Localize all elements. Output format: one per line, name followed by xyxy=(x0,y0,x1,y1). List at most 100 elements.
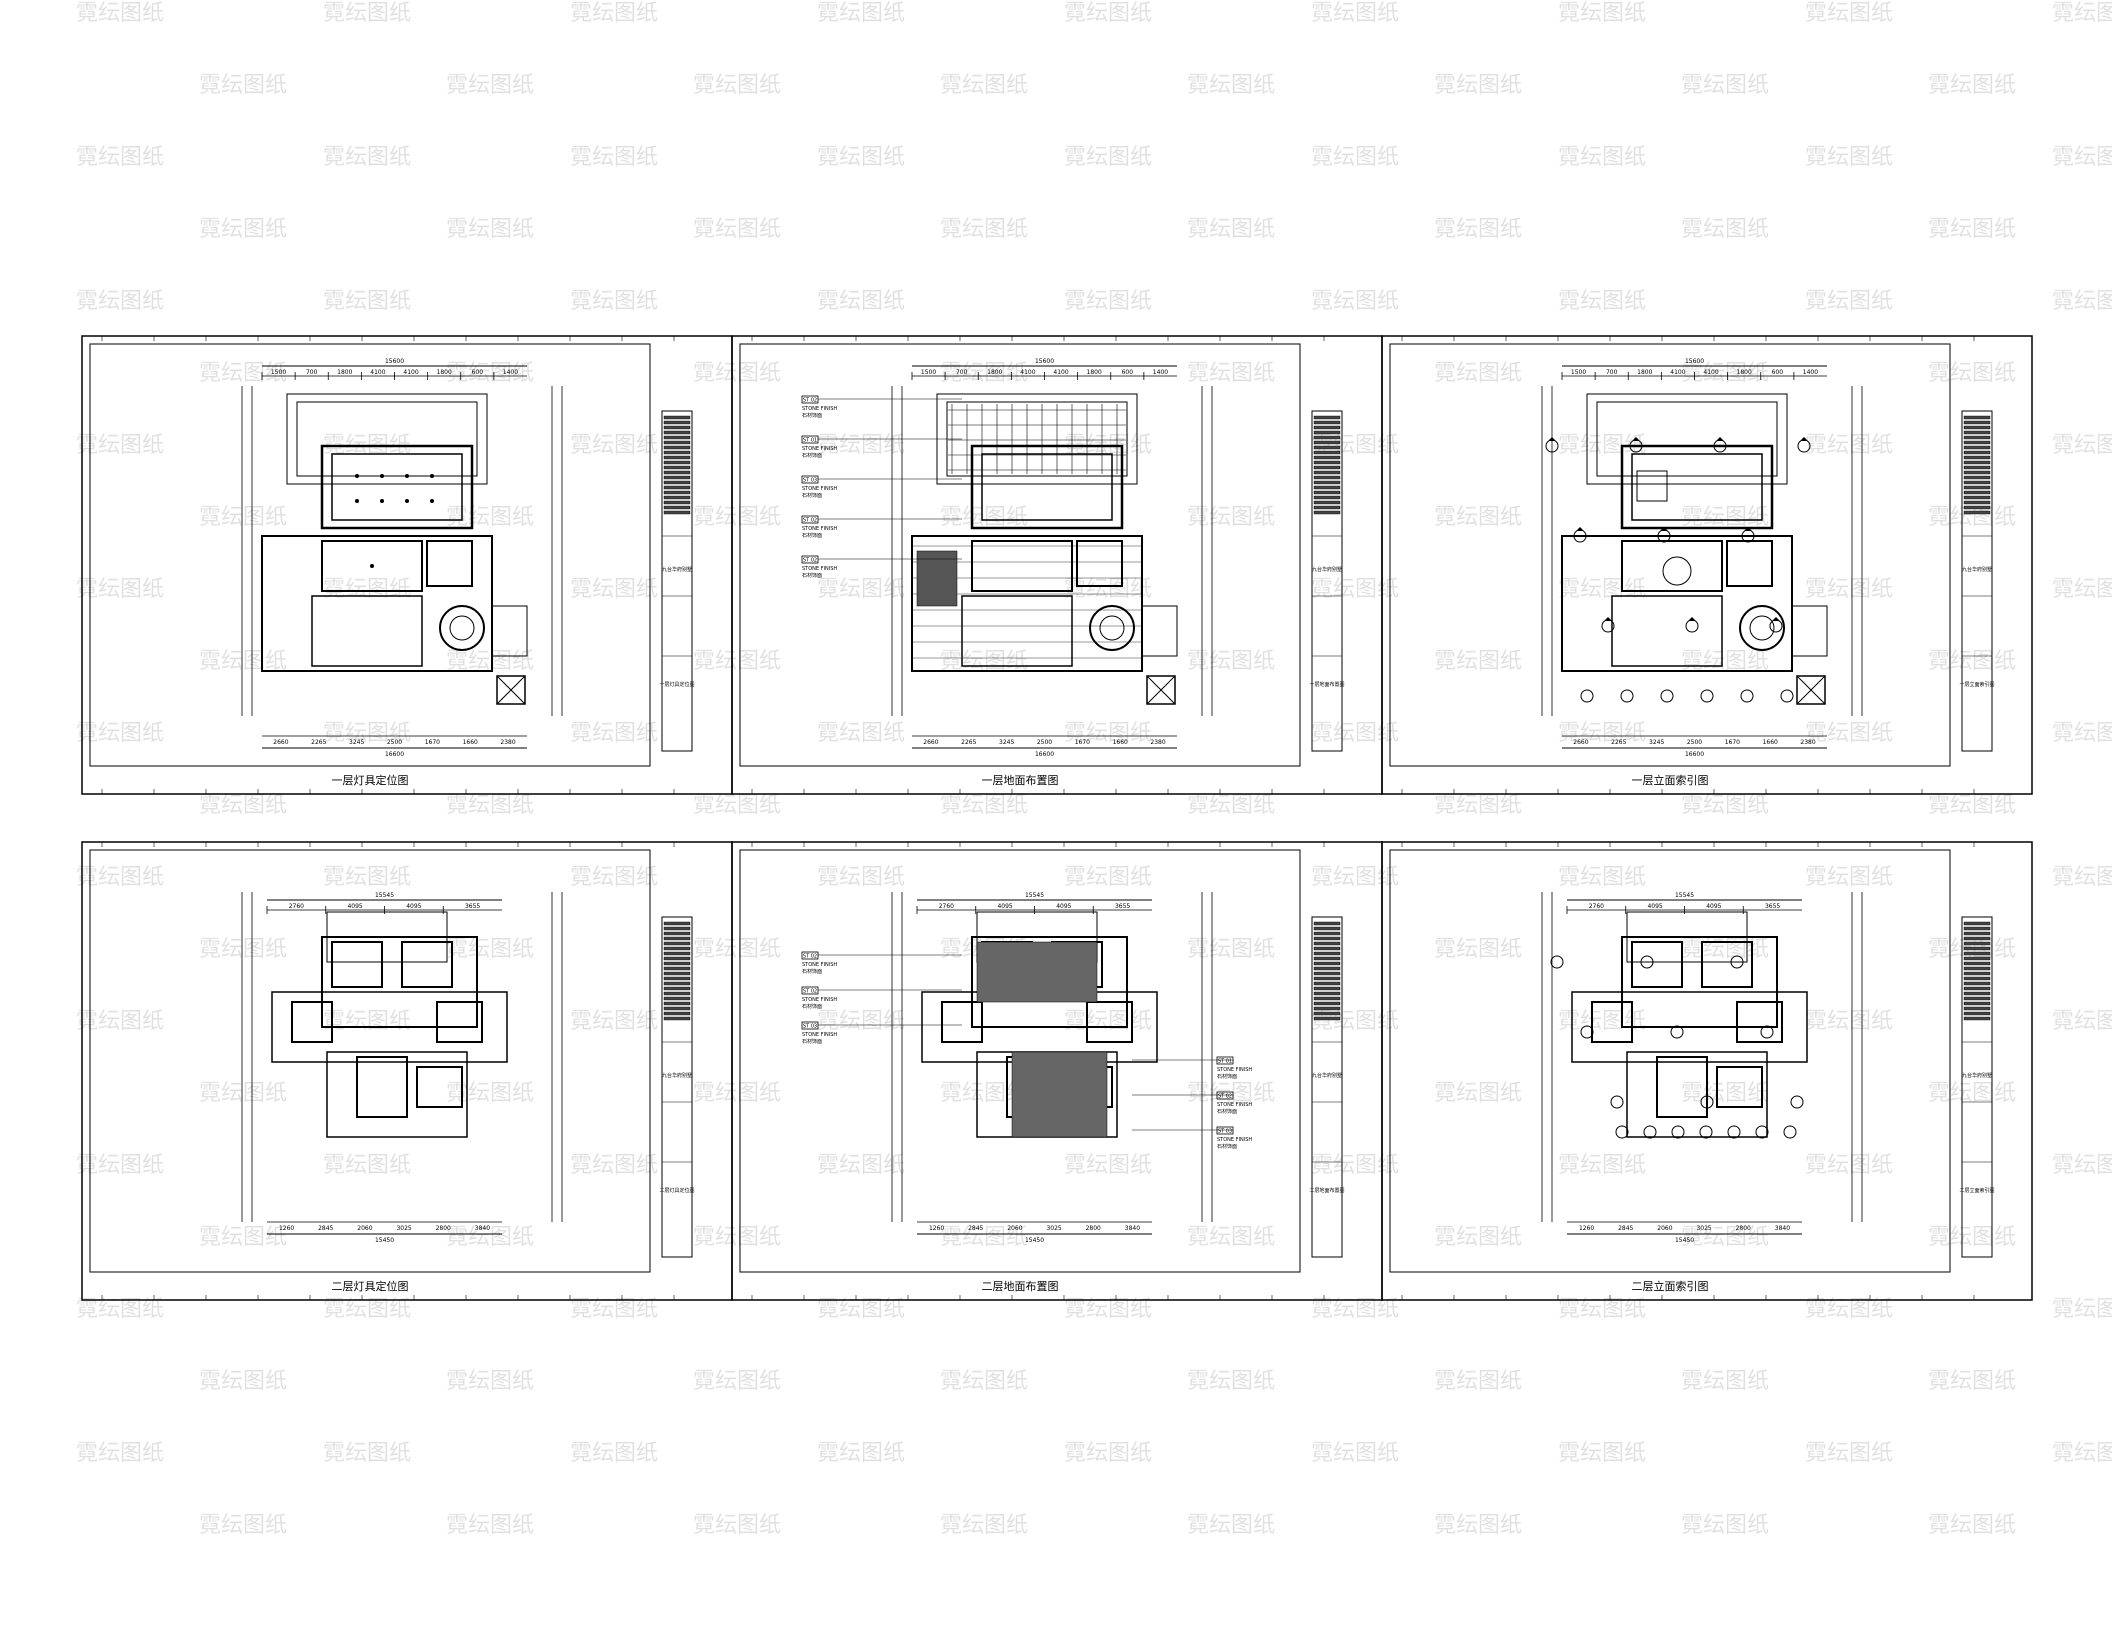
title-block-stripe xyxy=(663,991,691,996)
balcony-outline xyxy=(1586,393,1788,485)
watermark-text: 霓纭图纸 xyxy=(940,217,1028,242)
dimension-value: 4100 xyxy=(1703,369,1718,376)
title-block-stripe xyxy=(1313,435,1341,440)
title-block-stripe xyxy=(1963,450,1991,455)
dimension-value: 1660 xyxy=(1113,739,1128,746)
watermark-text: 霓纭图纸 xyxy=(693,1513,781,1538)
tag-code: ST 03 xyxy=(803,478,817,484)
bedroom-2 xyxy=(1701,941,1753,988)
title-block xyxy=(661,916,693,1258)
title-block-stripe xyxy=(1313,921,1341,926)
watermark-text: 霓纭图纸 xyxy=(570,1441,658,1466)
watermark-text: 霓纭图纸 xyxy=(1187,937,1275,962)
title-block-stripe xyxy=(663,470,691,475)
watermark-text: 霓纭图纸 xyxy=(76,433,164,458)
dimension-value: 2500 xyxy=(1037,739,1052,746)
title-block-stripe xyxy=(1963,470,1991,475)
dimension-total: 15450 xyxy=(1675,1237,1694,1244)
watermark-text: 霓纭图纸 xyxy=(817,721,905,746)
room-west xyxy=(291,1001,333,1043)
side-room xyxy=(1141,605,1178,657)
watermark-text: 霓纭图纸 xyxy=(2052,1441,2112,1466)
dimension-value: 1800 xyxy=(437,369,452,376)
tag-box xyxy=(801,555,819,564)
light-fixture xyxy=(430,499,434,503)
side-room xyxy=(1791,605,1828,657)
watermark-text: 霓纭图纸 xyxy=(1311,1441,1399,1466)
watermark-text: 霓纭图纸 xyxy=(1064,1441,1152,1466)
title-block-stripe xyxy=(663,445,691,450)
tag-box xyxy=(801,515,819,524)
watermark-text: 霓纭图纸 xyxy=(323,1009,411,1034)
tag-line: STONE FINISH xyxy=(1217,1067,1252,1073)
sheet-title: 二层立面索引图 xyxy=(1632,1279,1709,1293)
sheet-title: 一层立面索引图 xyxy=(1632,773,1709,787)
stair-circle xyxy=(439,605,485,651)
title-block-stripe xyxy=(663,1001,691,1006)
dimension-value: 1500 xyxy=(921,369,936,376)
dimension-value: 2800 xyxy=(436,1225,451,1232)
title-block-stripe xyxy=(1313,986,1341,991)
watermark-text: 霓纭图纸 xyxy=(199,649,287,674)
dimension-value: 600 xyxy=(1122,369,1134,376)
dimension-value: 1260 xyxy=(929,1225,944,1232)
tag-line: STONE FINISH xyxy=(1217,1137,1252,1143)
watermark-text: 霓纭图纸 xyxy=(76,1441,164,1466)
dimension-value: 2660 xyxy=(273,739,288,746)
watermark-text: 霓纭图纸 xyxy=(570,1,658,26)
dimension-total: 15600 xyxy=(1685,358,1704,365)
watermark-text: 霓纭图纸 xyxy=(446,73,534,98)
living-room-ceiling xyxy=(1631,453,1763,521)
watermark-text: 霓纭图纸 xyxy=(1434,505,1522,530)
watermark-text: 霓纭图纸 xyxy=(1434,1513,1522,1538)
watermark-text: 霓纭图纸 xyxy=(1805,721,1893,746)
watermark-text: 霓纭图纸 xyxy=(1928,73,2016,98)
elevation-marker xyxy=(1740,689,1754,703)
watermark-text: 霓纭图纸 xyxy=(2052,1009,2112,1034)
lower-floor-outline xyxy=(326,1051,468,1138)
title-block-project: 九台华府别墅 xyxy=(1962,1072,1992,1079)
watermark-text: 霓纭图纸 xyxy=(693,361,781,386)
tag-line: STONE FINISH xyxy=(1217,1102,1252,1108)
watermark-text: 霓纭图纸 xyxy=(1681,217,1769,242)
tag-line: 石材饰面 xyxy=(1217,1108,1237,1115)
elevation-marker xyxy=(1643,1125,1657,1139)
watermark-text: 霓纭图纸 xyxy=(1805,145,1893,170)
watermark-text: 霓纭图纸 xyxy=(693,1081,781,1106)
title-block-project: 九台华府别墅 xyxy=(662,566,692,573)
elevation-marker xyxy=(1780,689,1794,703)
watermark-text: 霓纭图纸 xyxy=(323,721,411,746)
dimension-value: 2800 xyxy=(1736,1225,1751,1232)
title-block-stripe xyxy=(1313,465,1341,470)
tag-line: STONE FINISH xyxy=(802,1032,837,1038)
dimension-value: 2265 xyxy=(311,739,326,746)
title-block-title: 二层灯具定位图 xyxy=(659,1187,694,1194)
watermark-text: 霓纭图纸 xyxy=(76,145,164,170)
title-block-stripe xyxy=(1963,495,1991,500)
watermark-text: 霓纭图纸 xyxy=(1805,433,1893,458)
title-block-stripe xyxy=(663,460,691,465)
elevation-marker xyxy=(1670,1025,1684,1039)
light-fixture xyxy=(405,474,409,478)
elevation-marker xyxy=(1580,689,1594,703)
title-block-stripe xyxy=(663,966,691,971)
side-room xyxy=(491,605,528,657)
dimension-value: 3025 xyxy=(396,1225,411,1232)
elevation-marker xyxy=(1550,955,1564,969)
watermark-text: 霓纭图纸 xyxy=(2052,433,2112,458)
dimension-value: 2760 xyxy=(289,903,304,910)
watermark-text: 霓纭图纸 xyxy=(1311,721,1399,746)
title-block-stripe xyxy=(1313,936,1341,941)
title-block-stripe xyxy=(1963,485,1991,490)
title-block-stripe xyxy=(1963,455,1991,460)
title-block-stripe xyxy=(1963,460,1991,465)
watermark-text: 霓纭图纸 xyxy=(1434,937,1522,962)
title-block-stripe xyxy=(1963,951,1991,956)
title-block-stripe xyxy=(663,931,691,936)
watermark-text: 霓纭图纸 xyxy=(1187,1369,1275,1394)
